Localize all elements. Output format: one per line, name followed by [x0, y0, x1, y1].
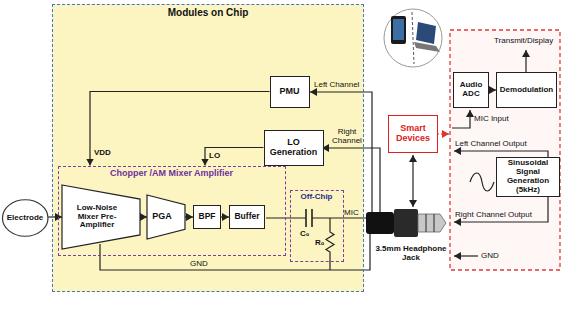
- chip-ground: [52, 4, 364, 292]
- node-label: PMU: [280, 87, 300, 97]
- signal-name: Transmit/Display: [494, 36, 553, 45]
- smart-devices-box: Smart Devices: [388, 115, 438, 153]
- wire-name: Left Channel: [314, 80, 359, 89]
- capacitor-symbol: [306, 209, 312, 227]
- buffer-box: Buffer: [229, 205, 265, 229]
- laptop-screen: [416, 22, 436, 44]
- region-title: Modules on Chip: [168, 7, 249, 18]
- jack-rings: [426, 214, 434, 232]
- signal-name: Left Channel Output: [455, 139, 527, 148]
- node-label: Demodulation: [500, 86, 553, 95]
- signal-name: VDD: [94, 148, 111, 157]
- node-label: Buffer: [234, 212, 259, 221]
- device-icon: [384, 9, 442, 67]
- node-label: LO Generation: [265, 138, 323, 158]
- signal-arrow: [205, 148, 264, 166]
- region-title: Chopper /AM Mixer Amplifier: [110, 169, 233, 179]
- right-output-wire: [454, 196, 548, 222]
- part-name: 3.5mm Headphone Jack: [372, 244, 450, 262]
- icon-circle: [384, 9, 442, 67]
- signal-arrow: [489, 89, 496, 90]
- signal-arrow: [140, 216, 147, 217]
- jack-body: [394, 209, 418, 237]
- region-title: Off-Chip: [301, 193, 333, 202]
- ellipse-shape: [2, 200, 48, 236]
- right-channel-wire: [322, 148, 380, 212]
- signal-arrow: [90, 92, 270, 166]
- trapezoid-shape: [62, 185, 140, 249]
- signal-arrow: [185, 216, 193, 217]
- demodulation-box: Demodulation: [496, 72, 557, 108]
- pga-trapezoid: PGA: [147, 195, 185, 239]
- node-label: Low-Noise Mixer Pre-Amplifier: [67, 204, 127, 230]
- signal-name: GND: [481, 251, 499, 260]
- preamp-trapezoid: Low-Noise Mixer Pre-Amplifier: [62, 185, 140, 249]
- mic-input-wire: [452, 110, 470, 128]
- phone-screen: [393, 19, 404, 40]
- electrode-circle: Electrode: [2, 199, 48, 237]
- audio-adc-box: Audio ADC: [453, 72, 489, 108]
- bpf-box: BPF: [193, 205, 221, 229]
- signal-generator-box: Sinusoidal Signal Generation (5kHz): [496, 157, 560, 196]
- transmit-arrow: [525, 50, 526, 72]
- trapezoid-shape: [147, 195, 185, 239]
- headphone-jack: [366, 209, 446, 237]
- jack-tip: [418, 214, 446, 232]
- node-label: BPF: [199, 212, 216, 221]
- phone-body: [391, 16, 406, 44]
- device-jack-arrow: [412, 155, 413, 207]
- signal-arrow: [221, 216, 229, 217]
- pmu-box: PMU: [270, 76, 310, 108]
- off-chip-region: Off-Chip: [290, 190, 344, 262]
- component-name: R₀: [315, 238, 324, 247]
- resistor-symbol: [326, 218, 334, 270]
- laptop-base: [414, 42, 440, 52]
- signal-arrow: [48, 216, 62, 217]
- node-label: Electrode: [7, 214, 43, 223]
- signal-name: GND: [190, 259, 208, 268]
- sine-symbol: [470, 173, 494, 191]
- lo-generation-box: LO Generation: [264, 130, 324, 166]
- signal-name: Right Channel Output: [455, 210, 532, 219]
- amplifier-region: Chopper /AM Mixer AmplifierLow-Noise Mix…: [58, 166, 286, 256]
- gnd-wire: [100, 234, 370, 270]
- mic-wire: [266, 217, 366, 218]
- signal-name: MIC: [344, 208, 359, 217]
- jack-cable: [366, 212, 394, 234]
- device-region: [450, 30, 560, 270]
- node-label: PGA: [152, 212, 172, 222]
- icon-divider: [412, 12, 414, 64]
- node-label: Smart Devices: [389, 124, 437, 144]
- signal-name: LO: [209, 151, 220, 160]
- component-name: C₀: [300, 229, 309, 238]
- gnd-output-wire: [454, 255, 478, 256]
- node-label: Sinusoidal Signal Generation (5kHz): [497, 159, 559, 194]
- node-label: Audio ADC: [454, 81, 488, 99]
- signal-name: MIC Input: [474, 114, 509, 123]
- wire-name: Right Channel: [330, 127, 364, 145]
